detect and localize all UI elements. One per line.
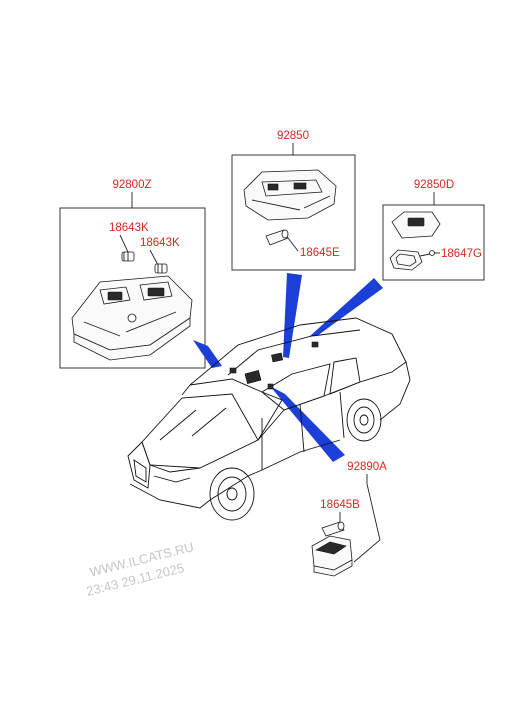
car-rear-wheel [346,398,382,442]
rear-lamp-lens-illustration [389,249,423,271]
roof-opening-rear [311,341,319,348]
roof-opening-front-small [229,367,237,374]
label-18645B[interactable]: 18645B [320,499,360,511]
callout-band-rear [310,278,383,336]
watermark: WWW.ILCATS.RU 23:43 29.11.2025 [85,539,196,599]
car-side [257,361,411,441]
leader-18643K-a [119,234,129,253]
car-front-wheel [209,467,255,521]
bulb-18647G-illustration [419,250,435,257]
car-illustration [127,317,411,521]
label-92850[interactable]: 92850 [277,130,309,142]
front-console-group: 92800Z 18643K 18643K [59,179,206,369]
leader-18643K-b [149,249,159,266]
roof-opening-center [271,352,284,363]
roof-opening-front-large [244,369,262,385]
bulb-18645B-illustration [321,521,345,537]
trunk-lamp-leader [353,474,381,563]
trunk-lamp-illustration [311,535,353,577]
front-console-frame [59,207,206,369]
bulb-18645E-illustration [265,229,289,246]
label-18645E[interactable]: 18645E [300,247,340,259]
label-18643K-a[interactable]: 18643K [109,222,149,234]
rear-lamp-frame [382,204,485,281]
label-18643K-b[interactable]: 18643K [140,237,180,249]
center-lamp-frame [231,154,356,271]
label-18647G[interactable]: 18647G [441,248,482,260]
car-front-window [261,363,331,411]
car-hood [141,393,259,469]
center-lamp-illustration [243,169,337,221]
rear-lamp-illustration [391,211,441,239]
bulb-18643K-b-illustration [154,263,168,274]
front-console-illustration [71,275,193,361]
car-rear-window [329,357,361,395]
center-lamp-group: 92850 18645E [231,130,356,271]
bulb-18643K-a-illustration [121,251,135,262]
callout-band-center [283,273,302,358]
callout-band-front [193,340,222,368]
car-front [127,441,151,489]
rear-lamp-group: 92850D 18647G [382,179,485,281]
callout-band-trunk [270,386,345,462]
label-92890A[interactable]: 92890A [347,461,387,473]
roof-opening-side [267,383,274,390]
trunk-lamp-group: 92890A 18645B [311,461,387,577]
label-92800Z[interactable]: 92800Z [112,179,151,191]
leader-18645E [287,237,299,252]
label-92850D[interactable]: 92850D [414,179,454,191]
callout-bands [193,273,383,462]
car-roofline [189,317,407,386]
